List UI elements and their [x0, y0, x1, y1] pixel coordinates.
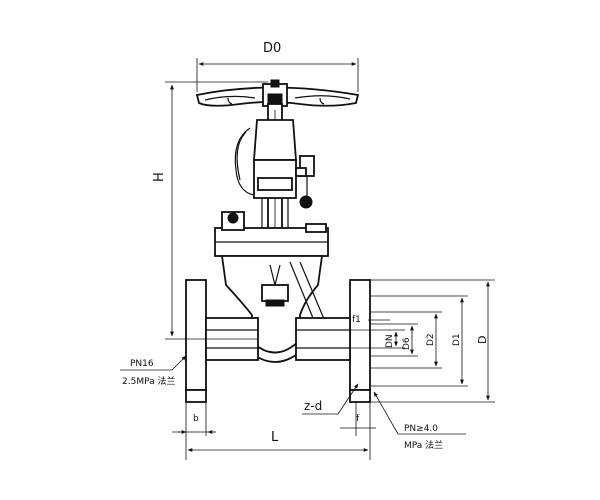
- callout-z-d: z-d: [302, 383, 359, 415]
- callout-pn16: PN16 2.5MPa 法兰: [120, 355, 187, 387]
- callout-pn40: PN≥4.0 MPa 法兰: [373, 391, 466, 451]
- label-pn40-note: MPa 法兰: [404, 439, 443, 451]
- label-f1: f1: [352, 315, 361, 325]
- bonnet-flange: [214, 211, 329, 257]
- label-f: f: [356, 414, 360, 424]
- label-z-d: z-d: [304, 399, 322, 413]
- dimension-f: f: [340, 402, 376, 436]
- dimension-d: D: [370, 279, 495, 403]
- label-b: b: [193, 414, 199, 424]
- right-end-connection: [295, 279, 371, 403]
- dimension-d6: D6: [370, 323, 418, 357]
- valve-yoke: [234, 119, 297, 240]
- dimension-h: H: [152, 81, 268, 340]
- dimension-d2: D2: [370, 311, 442, 369]
- label-l: L: [271, 430, 279, 445]
- label-pn40: PN≥4.0: [404, 424, 438, 434]
- label-d0: D0: [263, 41, 281, 56]
- dimension-d0: D0: [196, 41, 359, 92]
- label-h: H: [152, 172, 167, 182]
- handwheel: [195, 79, 360, 107]
- dimension-l: L: [185, 402, 371, 460]
- gland-bolt: [295, 155, 315, 209]
- label-dn: DN: [385, 334, 395, 348]
- label-d: D: [476, 336, 489, 344]
- dimension-dn: DN: [350, 329, 405, 349]
- dimension-f1: f1: [352, 315, 390, 325]
- label-pn16-note: 2.5MPa 法兰: [122, 375, 175, 387]
- dimension-d1: D1: [370, 295, 468, 387]
- label-d6: D6: [402, 337, 412, 350]
- dimension-b: b: [172, 402, 216, 436]
- label-d2: D2: [426, 333, 436, 346]
- label-pn16: PN16: [130, 359, 154, 369]
- label-d1: D1: [452, 333, 462, 346]
